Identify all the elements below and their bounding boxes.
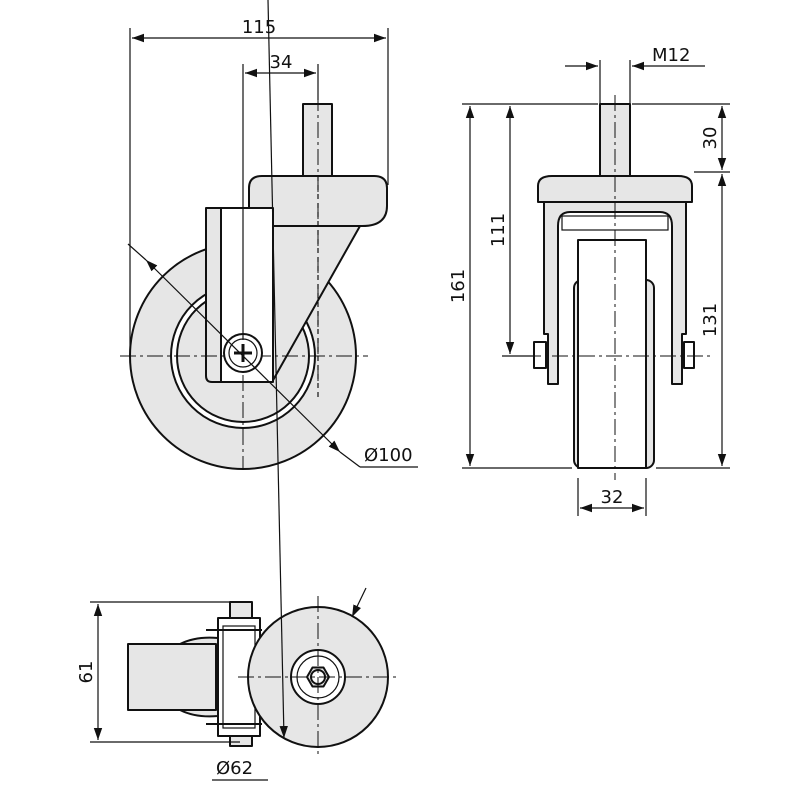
side-axle-end xyxy=(683,341,695,369)
dim-mount-height: 131 xyxy=(656,174,730,469)
top-axle-nut xyxy=(229,601,253,619)
side-fork xyxy=(543,199,687,385)
dim-stem-offset-label: 34 xyxy=(270,52,293,73)
stem xyxy=(302,103,333,177)
dim-overall-width-label: 115 xyxy=(242,17,276,38)
front-view xyxy=(120,95,388,470)
dim-wheel-width-label: 32 xyxy=(601,487,624,508)
dim-axle-height: 111 xyxy=(488,106,534,357)
dim-wheel-width: 32 xyxy=(577,478,647,516)
side-axle-nut xyxy=(533,341,547,369)
top-axle-cap xyxy=(229,735,253,747)
dim-axle-height-label: 111 xyxy=(488,213,509,247)
dim-wheel-diameter-label: Ø100 xyxy=(364,445,413,466)
swivel-plate xyxy=(248,175,388,227)
side-view xyxy=(525,95,710,480)
dim-stem-length-label: 30 xyxy=(700,127,721,150)
dim-plate-diameter: Ø62 xyxy=(212,0,367,781)
top-wheel xyxy=(127,643,217,711)
dim-mount-height-label: 131 xyxy=(700,303,721,337)
top-view xyxy=(127,596,396,758)
dim-overall-height: 161 xyxy=(448,103,598,469)
dim-plate-diameter-label: Ø62 xyxy=(216,758,253,779)
dim-overall-height-label: 161 xyxy=(448,269,469,303)
side-stem xyxy=(599,103,631,177)
dim-wheel-diameter: Ø100 xyxy=(127,243,418,468)
dim-thread-label: M12 xyxy=(652,45,690,66)
dim-top-height: 61 xyxy=(76,601,240,743)
dim-stem-length: 30 xyxy=(632,103,730,173)
dim-thread: M12 xyxy=(565,45,705,104)
dim-overall-width: 115 xyxy=(129,17,389,356)
side-wheel-face xyxy=(577,239,647,469)
dim-top-height-label: 61 xyxy=(76,661,97,684)
